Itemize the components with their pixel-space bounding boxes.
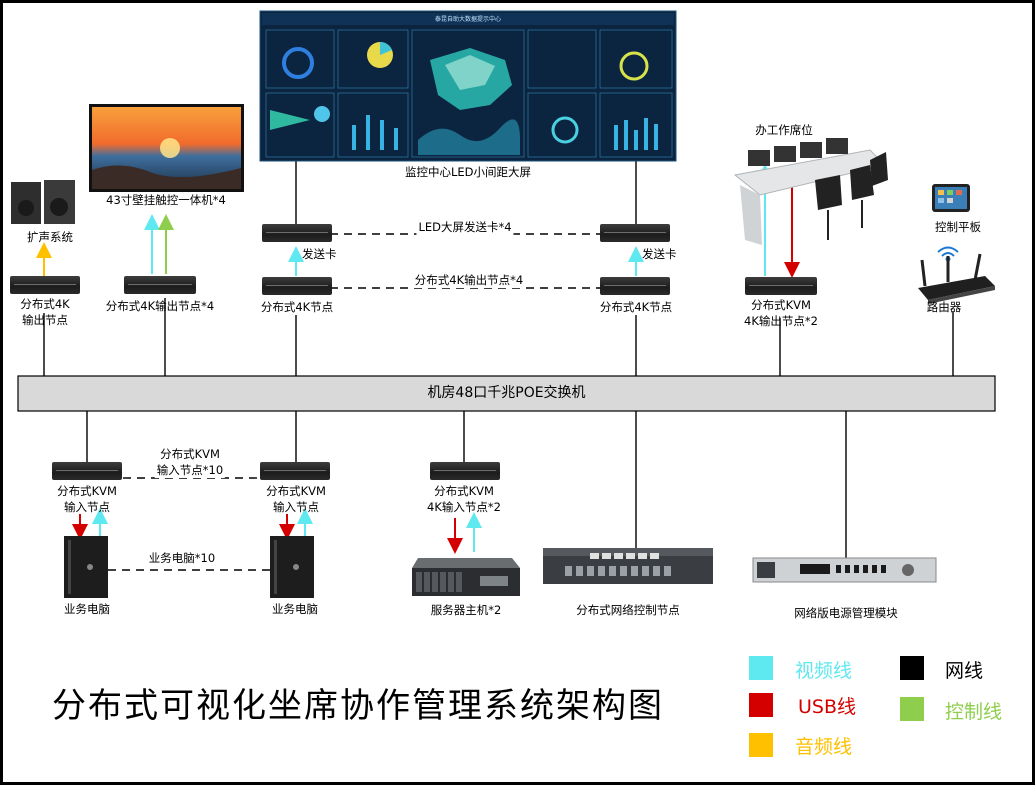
control-tablet-label: 控制平板	[935, 220, 981, 234]
business-pc-mid-label: 业务电脑	[272, 602, 318, 616]
workstation-label: 办工作席位	[755, 123, 813, 137]
node-box-icon	[52, 462, 122, 480]
legend-swatch-usb	[749, 693, 773, 717]
network-lines	[43, 161, 954, 560]
pc-tower-icon	[270, 536, 314, 598]
network-control-node-label: 分布式网络控制节点	[576, 603, 680, 617]
legend-swatch-control	[900, 697, 924, 721]
control-node-icon	[543, 548, 713, 584]
node-4k-right-label: 分布式4K节点	[599, 300, 673, 314]
led-sender-count-label: LED大屏发送卡*4	[416, 219, 514, 235]
power-module-icon	[752, 557, 937, 583]
business-pc-count-label: 业务电脑*10	[146, 550, 218, 566]
node-box-icon	[430, 462, 500, 480]
node-4k-output-count-label: 分布式4K输出节点*4	[412, 272, 526, 288]
legend-label-control: 控制线	[945, 701, 1003, 723]
kvm-output-node-label: 分布式KVM 4K输出节点*2	[744, 298, 818, 328]
node-box-icon	[600, 277, 670, 295]
node-box-icon	[124, 276, 196, 294]
output-node-4k-left-label: 分布式4K 输出节点	[20, 297, 70, 327]
server-label: 服务器主机*2	[430, 603, 502, 617]
node-box-icon	[262, 277, 332, 295]
pc-tower-icon	[64, 536, 108, 598]
led-wall-label: 监控中心LED小间距大屏	[404, 165, 532, 179]
legend-swatch-video	[749, 656, 773, 680]
kvm-input-4k-label: 分布式KVM 4K输入节点*2	[427, 484, 501, 514]
switch-bar	[17, 375, 996, 412]
legend-swatch-audio	[749, 733, 773, 757]
workstation-icon	[733, 138, 888, 245]
node-4k-left-label: 分布式4K节点	[260, 300, 334, 314]
sender-card-icon	[600, 224, 670, 242]
speaker-label: 扩声系统	[27, 230, 73, 244]
legend-label-usb: USB线	[798, 696, 857, 718]
server-icon	[412, 558, 520, 596]
node-box-icon	[745, 277, 817, 295]
kvm-input-mid-label: 分布式KVM 输入节点	[266, 484, 326, 514]
touch-display-label: 43寸壁挂触控一体机*4	[106, 193, 226, 207]
router-icon	[918, 253, 995, 304]
tablet-icon	[932, 184, 970, 212]
node-box-icon	[10, 276, 80, 294]
output-node-4k-x4-label: 分布式4K输出节点*4	[105, 299, 215, 313]
switch-label: 机房48口千兆POE交换机	[427, 385, 586, 401]
legend-label-network: 网线	[945, 660, 984, 682]
kvm-input-left-label: 分布式KVM 输入节点	[57, 484, 117, 514]
power-module-label: 网络版电源管理模块	[794, 606, 898, 620]
business-pc-left-label: 业务电脑	[64, 602, 110, 616]
legend-label-video: 视频线	[795, 660, 853, 682]
router-label: 路由器	[926, 300, 962, 314]
speaker-icon	[11, 180, 75, 224]
led-screen-header: 泰昆自助大数据提示中心	[435, 15, 501, 23]
sender-card-left-label: 发送卡	[302, 247, 337, 261]
legend-swatch-network	[900, 656, 924, 680]
legend-label-audio: 音频线	[795, 736, 853, 758]
kvm-input-count-label: 分布式KVM 输入节点*10	[154, 446, 226, 478]
display-icon	[89, 104, 244, 192]
led-wall-icon: 泰昆自助大数据提示中心	[259, 10, 677, 162]
dashed-lines	[108, 233, 600, 571]
sender-card-icon	[262, 224, 332, 242]
node-box-icon	[260, 462, 330, 480]
diagram-title: 分布式可视化坐席协作管理系统架构图	[52, 686, 664, 726]
sender-card-right-label: 发送卡	[642, 247, 677, 261]
